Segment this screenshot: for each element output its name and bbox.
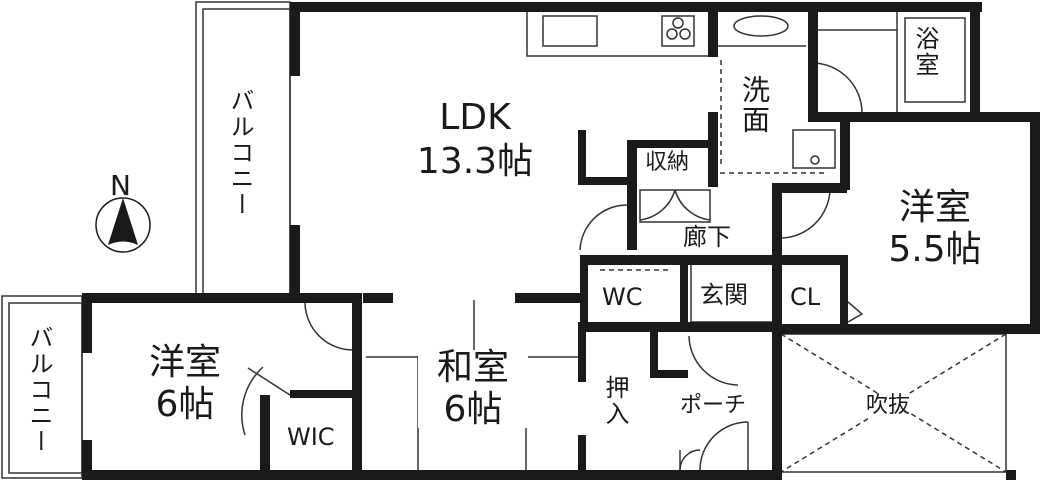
room-western-west: 洋室 6帖: [130, 345, 240, 423]
room-western-east-name: 洋室: [898, 187, 971, 228]
room-storage: 収納: [645, 150, 690, 175]
room-porch: ポーチ: [680, 393, 747, 418]
room-walk-in-closet: WIC: [287, 423, 335, 451]
bathtub: [904, 17, 966, 103]
stove: [661, 15, 695, 47]
room-ldk: LDK 13.3帖: [395, 100, 555, 180]
room-entrance: 玄関: [700, 281, 748, 309]
room-hallway: 廊下: [683, 223, 731, 251]
wash-basin: [733, 15, 789, 37]
balcony-west: バルコニー: [25, 325, 53, 455]
room-washroom: 洗面: [738, 75, 771, 135]
room-western-east-size: 5.5帖: [888, 229, 982, 270]
room-void: 吹抜: [866, 393, 911, 418]
room-japanese-name: 和室: [436, 347, 509, 388]
sink: [542, 15, 598, 47]
balcony-north: バルコニー: [226, 88, 254, 218]
room-western-west-size: 6帖: [155, 384, 215, 425]
room-western-west-name: 洋室: [148, 342, 221, 383]
room-ldk-size: 13.3帖: [416, 141, 534, 182]
room-oshiire: 押入: [601, 375, 629, 427]
room-japanese-size: 6帖: [443, 389, 503, 430]
room-closet: CL: [790, 283, 821, 311]
compass-label: N: [110, 169, 131, 202]
room-japanese: 和室 6帖: [418, 350, 528, 428]
room-toilet: WC: [602, 283, 643, 311]
washing-machine-pan: [792, 129, 836, 169]
north-arrow-icon: [95, 197, 151, 253]
room-ldk-name: LDK: [439, 97, 511, 138]
room-western-east: 洋室 5.5帖: [870, 190, 1000, 268]
room-bathroom: 浴室: [911, 26, 939, 78]
